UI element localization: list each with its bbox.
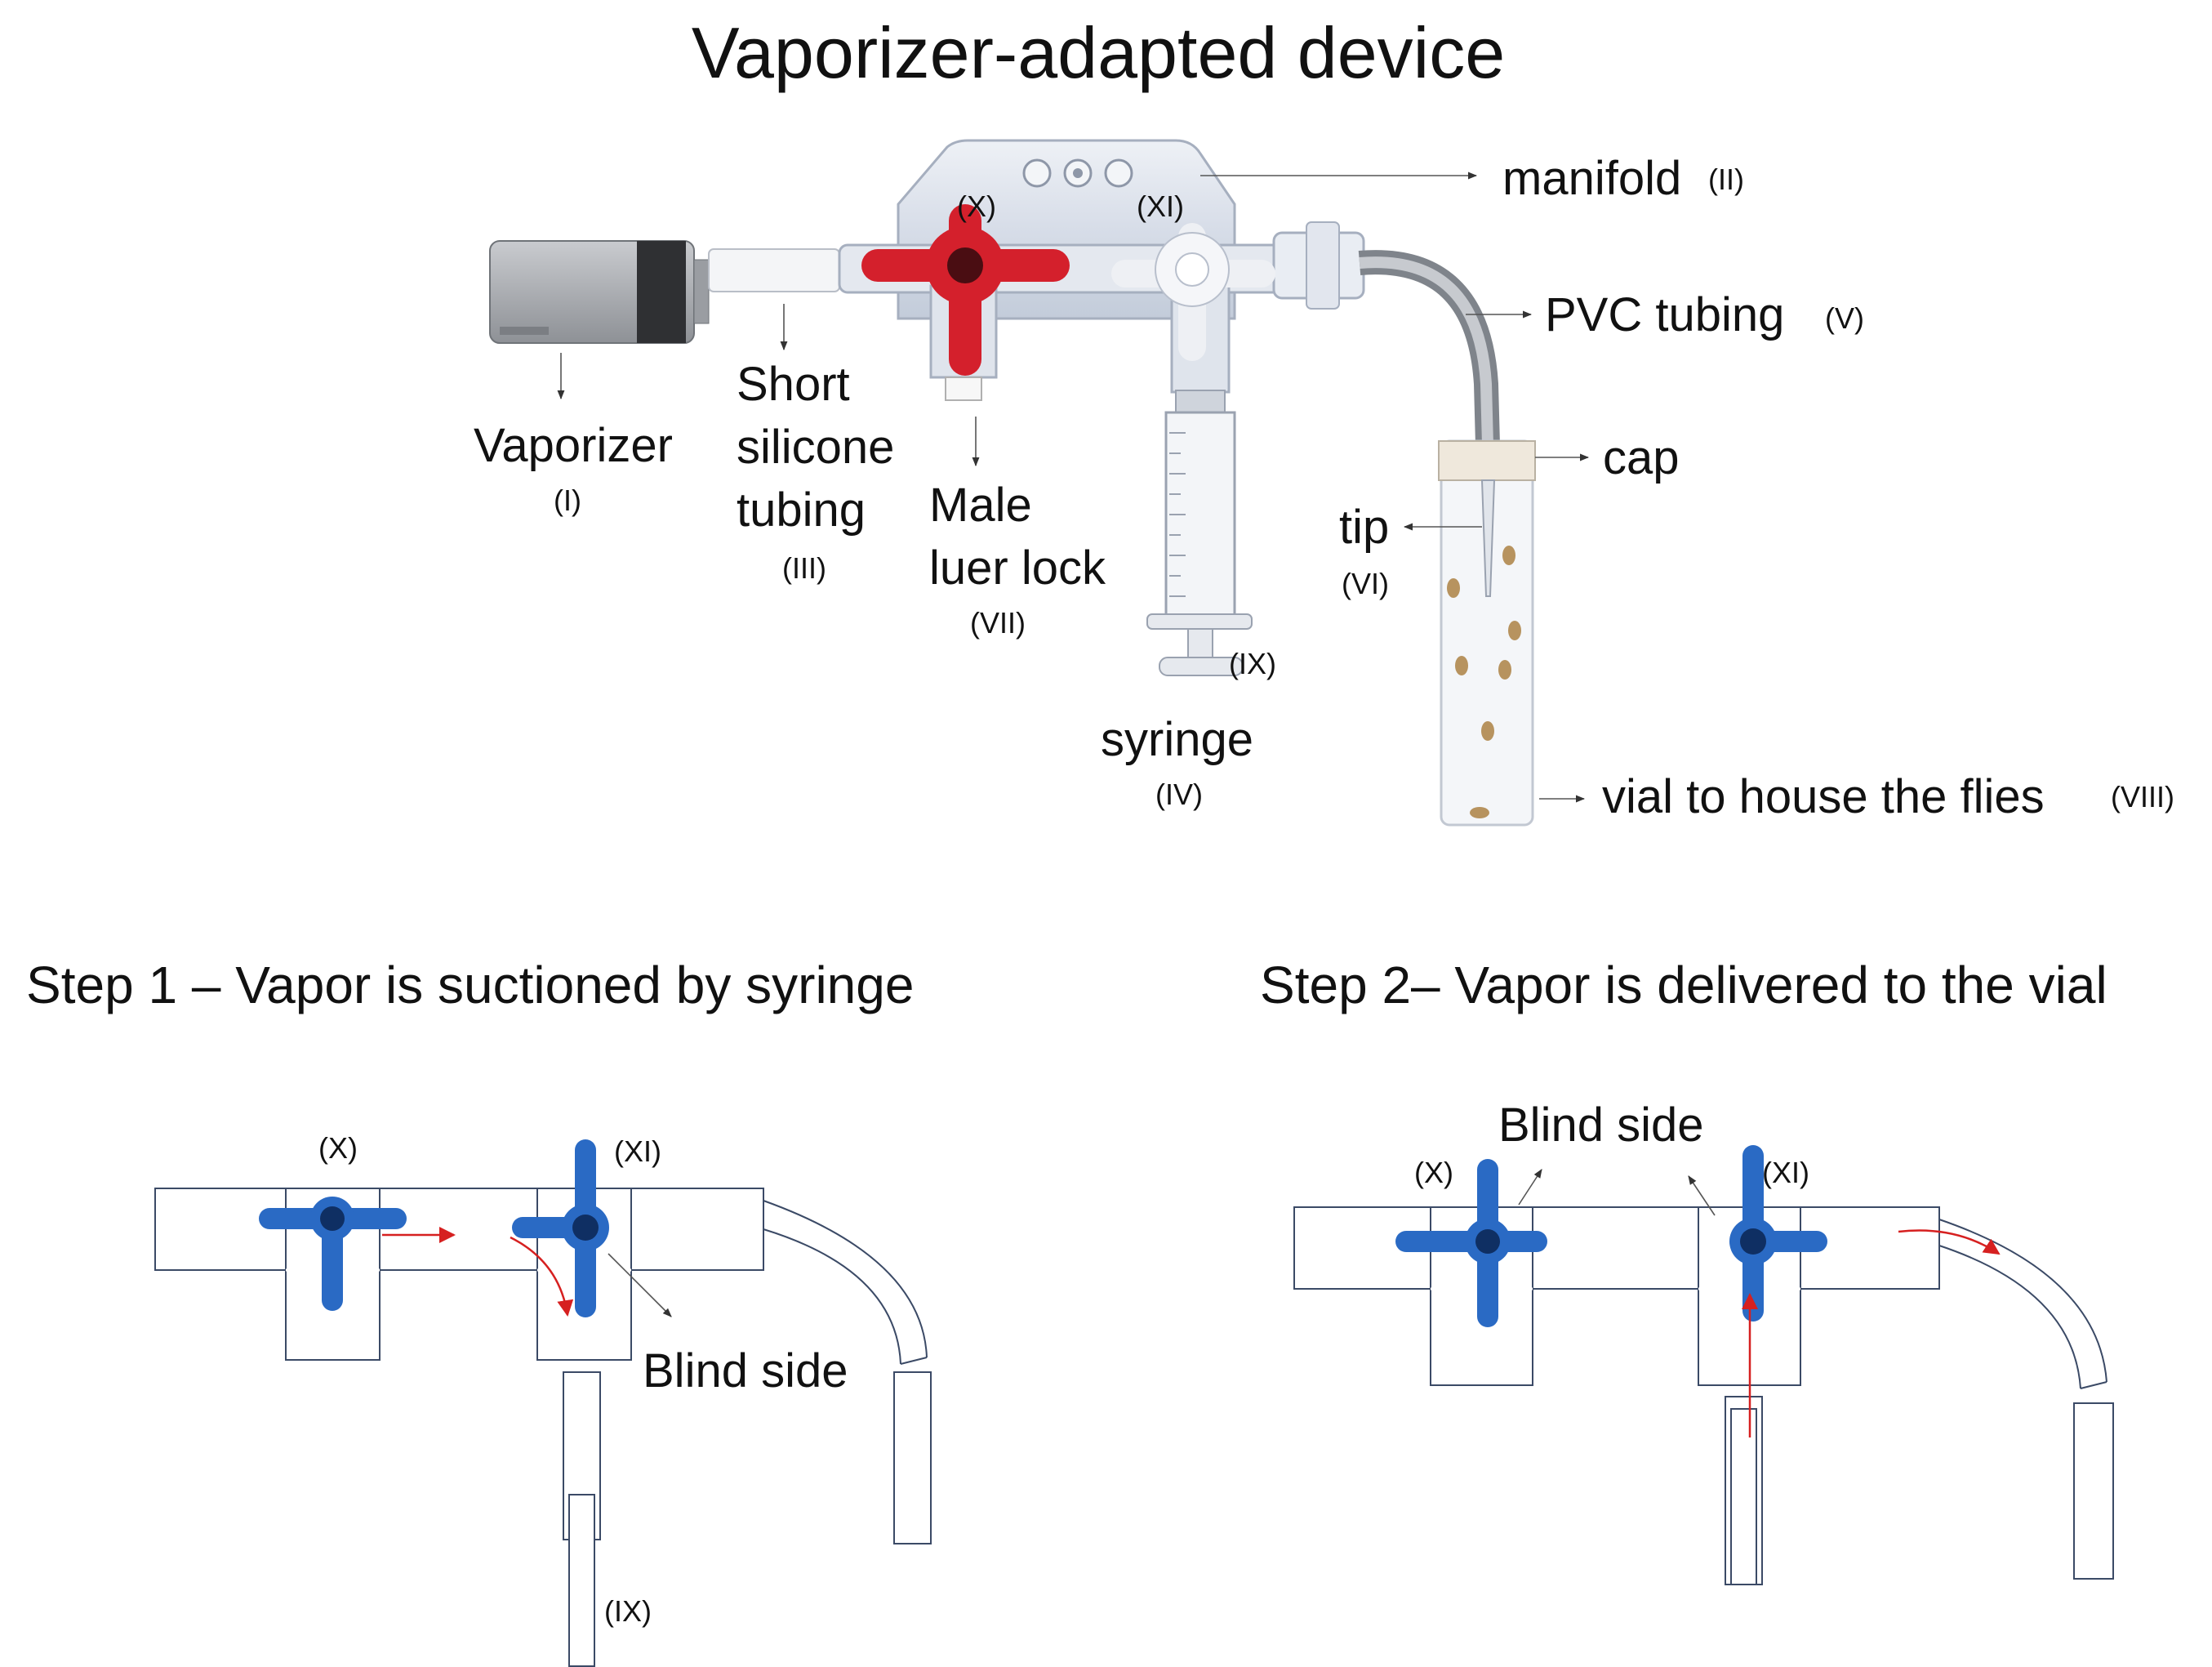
label-plunger-num: (IX): [1229, 647, 1276, 680]
label-pvc-tubing: PVC tubing: [1545, 288, 1784, 341]
label-manifold-num: (II): [1708, 163, 1744, 196]
step2-blind-side-pointer-xi: [1688, 1175, 1716, 1216]
step2-stopcock-xi: [1729, 1145, 1827, 1322]
step1-stopcock-xi: [512, 1139, 609, 1317]
label-cap: cap: [1603, 431, 1680, 484]
step2-stopcock-x: [1395, 1159, 1547, 1327]
label-vaporizer: Vaporizer: [474, 419, 673, 472]
label-vial: vial to house the flies: [1602, 770, 2045, 823]
fly-vial: [1438, 439, 1536, 827]
label-luer-num: (VII): [970, 606, 1026, 640]
label-silicone-line2: silicone: [737, 421, 894, 474]
label-silicone-num: (III): [782, 551, 826, 585]
step2-syringe-plunger: [1730, 1408, 1757, 1585]
device-illustration: [489, 139, 1536, 827]
label-manifold: manifold: [1502, 152, 1681, 205]
step1-manifold-bar: [154, 1188, 764, 1271]
step2-blind-side-pointer-x: [1518, 1169, 1542, 1206]
label-tip-num: (VI): [1342, 567, 1389, 600]
label-vaporizer-num: (I): [554, 484, 581, 517]
silicone-tubing: [708, 248, 840, 292]
step2-schematic: [1293, 1145, 2114, 1585]
step1-label-blind-side: Blind side: [643, 1344, 848, 1397]
step2-label-valve-xi: (XI): [1762, 1156, 1809, 1189]
label-silicone-line1: Short: [737, 358, 850, 411]
step1-pvc-tube-inner: [763, 1228, 901, 1365]
label-syringe: syringe: [1101, 713, 1253, 766]
label-syringe-num: (IV): [1155, 778, 1203, 811]
step2-title: Step 2– Vapor is delivered to the vial: [1260, 956, 2107, 1014]
label-luer-line2: luer lock: [929, 542, 1106, 595]
step1-title: Step 1 – Vapor is suctioned by syringe: [26, 956, 914, 1014]
label-tip: tip: [1339, 501, 1389, 554]
figure-title: Vaporizer-adapted device: [692, 12, 1505, 93]
label-vial-num: (VIII): [2111, 780, 2174, 813]
step2-label-blind-side: Blind side: [1498, 1099, 1703, 1152]
label-valve-xi: (XI): [1137, 189, 1184, 223]
step1-label-syringe-num: (IX): [604, 1594, 652, 1628]
stopcock-xi-white: [1111, 223, 1275, 361]
pvc-tubing: [1358, 250, 1500, 446]
label-silicone-line3: tubing: [737, 484, 866, 537]
label-pvc-num: (V): [1825, 301, 1864, 335]
step1-label-valve-xi: (XI): [614, 1134, 661, 1168]
top-leader-lines: [557, 172, 1590, 803]
step2-pvc-tube-inner: [1938, 1245, 2081, 1389]
step2-label-valve-x: (X): [1414, 1156, 1453, 1189]
step1-vial: [893, 1371, 932, 1544]
syringe-device: [1146, 390, 1253, 676]
vaporizer-device: [489, 240, 710, 344]
label-valve-x: (X): [957, 189, 996, 223]
step1-pvc-tube-outer: [763, 1200, 928, 1358]
step2-pvc-tube-outer: [1938, 1219, 2107, 1383]
step1-flow-arrow-down: [510, 1236, 574, 1317]
step1-syringe-plunger: [568, 1494, 595, 1667]
step1-label-valve-x: (X): [318, 1131, 358, 1165]
step1-schematic: [154, 1139, 932, 1667]
step2-flow-arrow-curve: [1898, 1229, 2001, 1255]
step2-vial: [2073, 1402, 2114, 1580]
step1-blind-side-pointer: [608, 1253, 672, 1317]
step2-manifold-bar: [1293, 1206, 1940, 1290]
label-luer-line1: Male: [929, 479, 1032, 532]
step1-stopcock-x: [259, 1197, 407, 1311]
stopcock-x-red: [861, 204, 1070, 376]
